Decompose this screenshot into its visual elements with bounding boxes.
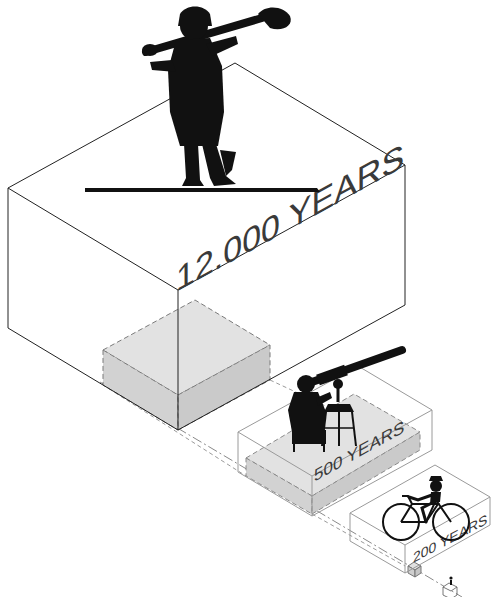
seat-leg <box>323 444 325 452</box>
isometric-box: 12.000 YEARS <box>0 55 412 435</box>
isometric-box: 500 YEARS <box>232 360 438 520</box>
duration-label: 500 YEARS <box>314 417 404 484</box>
astronomer-arm <box>316 392 332 406</box>
astronomer-head <box>297 375 315 393</box>
hunter-body <box>168 38 224 146</box>
isometric-box: 200 YEARS <box>345 460 492 578</box>
projection-line <box>312 514 405 566</box>
stand-leg <box>338 412 340 446</box>
telescope-post <box>337 386 340 402</box>
hunter-arm <box>206 36 238 56</box>
cyclist-leg <box>422 502 434 522</box>
stand-leg <box>322 412 326 446</box>
scaled-block-side <box>246 458 312 514</box>
bicycle-wheel <box>383 504 419 540</box>
box-edge <box>238 410 432 516</box>
astronomer-seat <box>292 430 326 444</box>
club <box>146 18 262 52</box>
bicycle-frame <box>426 500 451 522</box>
hunter-leg <box>182 144 204 186</box>
tiny-box <box>443 583 457 591</box>
tiny-figure <box>449 576 452 585</box>
tiny-block <box>415 566 421 577</box>
box-edge <box>350 497 490 573</box>
box-edge <box>178 290 179 430</box>
grass-strip <box>85 188 320 192</box>
hunter-pouch <box>220 150 236 176</box>
telescope-mount <box>333 379 343 389</box>
cyclist-arm <box>409 495 432 500</box>
stand-leg <box>352 412 356 446</box>
cyclist-head <box>430 480 442 492</box>
telescope-tube <box>312 350 402 382</box>
club-knob <box>142 44 158 56</box>
duration-label: 12.000 YEARS <box>176 138 404 297</box>
cyclist-body <box>430 492 441 504</box>
telescope-stand <box>324 404 354 412</box>
bicycle-wheel <box>433 504 469 540</box>
hunter-silhouette <box>85 7 320 193</box>
stand-bar <box>324 427 354 429</box>
handlebar <box>402 496 412 504</box>
astronomer-silhouette <box>288 350 402 452</box>
box-edge <box>405 545 406 573</box>
hunter-leg <box>202 144 236 186</box>
box-outline <box>232 360 438 520</box>
hunter-head <box>180 12 208 40</box>
cyclist-hat <box>429 476 443 481</box>
cyclist-silhouette <box>383 476 469 540</box>
box-edge <box>8 165 405 430</box>
carried-bundle <box>258 7 291 29</box>
hunter-hair <box>178 7 212 27</box>
seat-leg <box>293 444 295 452</box>
telescope-body <box>318 370 346 380</box>
bicycle-frame <box>401 504 438 522</box>
tiny-box <box>443 587 457 597</box>
tiny-figure-head <box>449 576 452 579</box>
astronomer-body <box>288 392 326 432</box>
hunter-arm <box>150 60 176 72</box>
box-edge <box>312 476 313 516</box>
scaled-block-side <box>103 350 178 430</box>
tiny-figure-body <box>450 580 452 585</box>
